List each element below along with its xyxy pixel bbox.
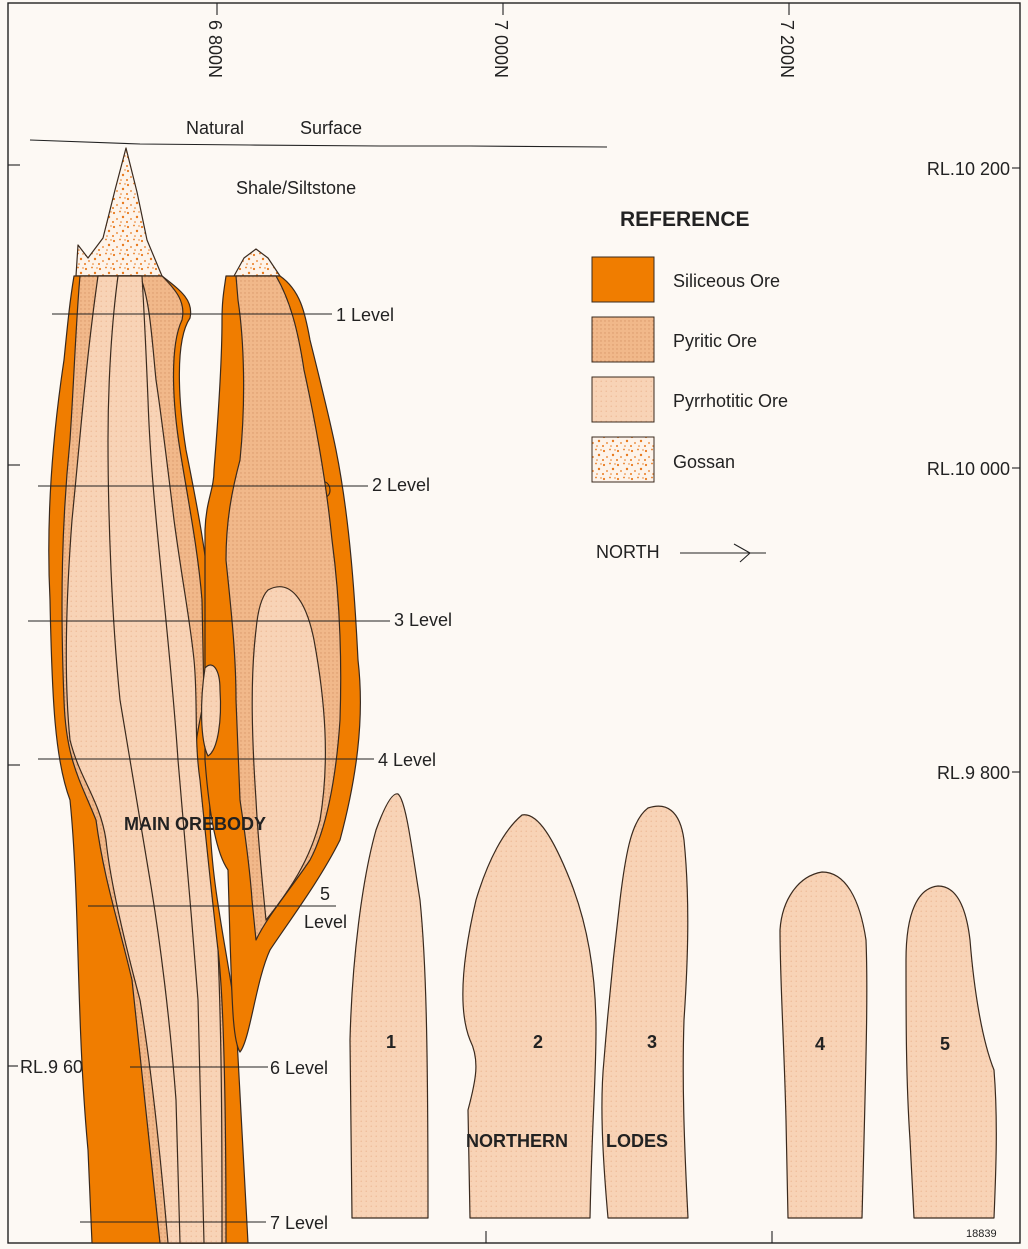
surface-label: Surface (300, 118, 362, 138)
north-label: NORTH (596, 542, 660, 562)
northing-label-7200: 7 200N (777, 20, 797, 78)
northing-label-6800: 6 800N (205, 20, 225, 78)
legend-swatch-pyritic (592, 317, 654, 362)
northern-lode-2 (463, 815, 596, 1218)
lode-2-number: 2 (533, 1032, 543, 1052)
northern-label: NORTHERN (466, 1131, 568, 1151)
elevation-label-10200: RL.10 200 (927, 159, 1010, 179)
level-6-label: 6 Level (270, 1058, 328, 1078)
legend-label-pyrrhotitic: Pyrrhotitic Ore (673, 391, 788, 411)
northern-lode-5 (906, 886, 996, 1218)
level-5-word: Level (304, 912, 347, 932)
natural-surface-line (30, 140, 607, 147)
legend-title: REFERENCE (620, 208, 750, 231)
elevation-label-9800: RL.9 800 (937, 763, 1010, 783)
level-5-number: 5 (320, 884, 330, 904)
northern-lode-1 (350, 794, 428, 1218)
lode-5-number: 5 (940, 1034, 950, 1054)
level-7-label: 7 Level (270, 1213, 328, 1233)
main-orebody-label: MAIN OREBODY (124, 814, 266, 834)
legend-swatch-pyrrhotitic (592, 377, 654, 422)
gossan-cap-left (76, 148, 162, 276)
natural-label: Natural (186, 118, 244, 138)
northing-label-7000: 7 000N (491, 20, 511, 78)
elevation-label-10000: RL.10 000 (927, 459, 1010, 479)
level-3-label: 3 Level (394, 610, 452, 630)
rock-label: Shale/Siltstone (236, 178, 356, 198)
lode-3-number: 3 (647, 1032, 657, 1052)
lode-4-number: 4 (815, 1034, 825, 1054)
legend-label-siliceous: Siliceous Ore (673, 271, 780, 291)
legend-swatch-siliceous (592, 257, 654, 302)
level-2-label: 2 Level (372, 475, 430, 495)
gossan-cap-right (234, 249, 280, 276)
figure-id: 18839 (966, 1228, 997, 1240)
northern-lode-3 (602, 806, 688, 1218)
level-1-label: 1 Level (336, 305, 394, 325)
legend-label-gossan: Gossan (673, 452, 735, 472)
north-arrow-icon (680, 544, 766, 562)
legend-label-pyritic: Pyritic Ore (673, 331, 757, 351)
lodes-label: LODES (606, 1131, 668, 1151)
lode-1-number: 1 (386, 1032, 396, 1052)
level-4-label: 4 Level (378, 750, 436, 770)
legend-swatch-gossan (592, 437, 654, 482)
